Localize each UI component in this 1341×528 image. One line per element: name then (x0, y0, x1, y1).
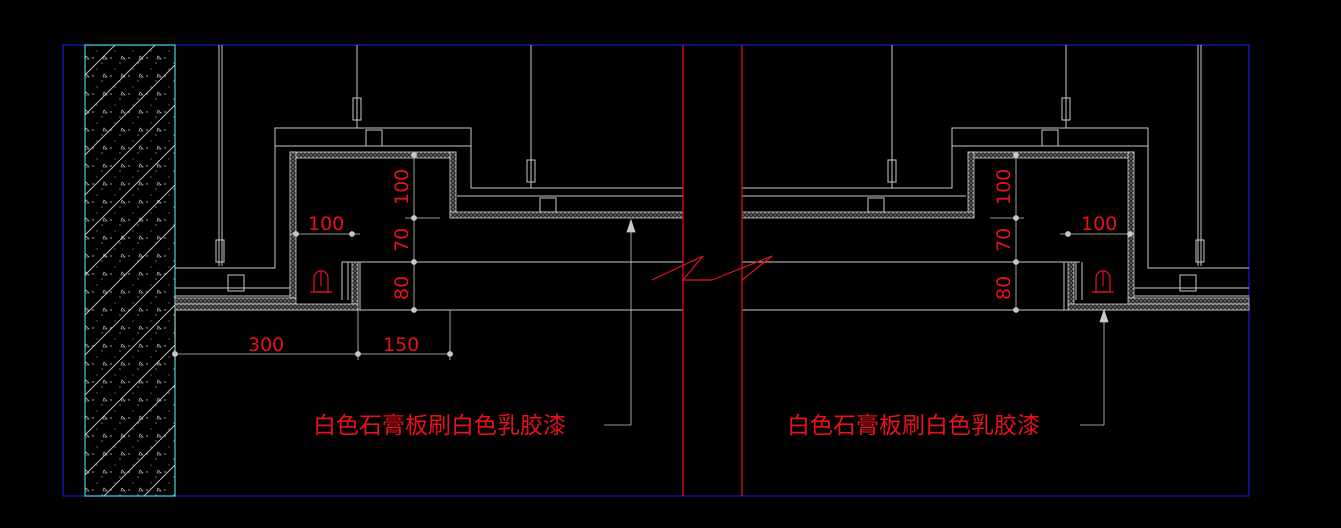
drawing-frame (62, 44, 1250, 497)
dim-right-100-vertical: 100 (993, 169, 1015, 205)
dim-left-100-vertical: 100 (391, 169, 413, 205)
dim-300: 300 (248, 334, 284, 356)
dim-left-70-vertical: 70 (391, 228, 413, 252)
dim-right-70-vertical: 70 (993, 228, 1015, 252)
dim-left-100-horizontal: 100 (308, 213, 344, 235)
dim-left-80-vertical: 80 (391, 276, 413, 300)
break-line-icon (651, 45, 773, 496)
right-dimension-lines (990, 152, 1134, 313)
hanger-rod-icon (215, 45, 1205, 266)
left-gypsum-board (174, 151, 684, 311)
note-right: 白色石膏板刷白色乳胶漆 (787, 413, 1040, 439)
dim-150: 150 (383, 334, 419, 356)
leader-lines (604, 218, 1109, 426)
hatched-wall-icon (84, 44, 176, 497)
dim-right-80-vertical: 80 (993, 276, 1015, 300)
sprinkler-icon (310, 270, 1114, 293)
dim-right-100-horizontal: 100 (1081, 213, 1117, 235)
left-ceiling-section (175, 127, 683, 311)
right-gypsum-board (741, 151, 1250, 311)
note-left: 白色石膏板刷白色乳胶漆 (313, 413, 566, 439)
left-dimension-lines (172, 152, 453, 360)
